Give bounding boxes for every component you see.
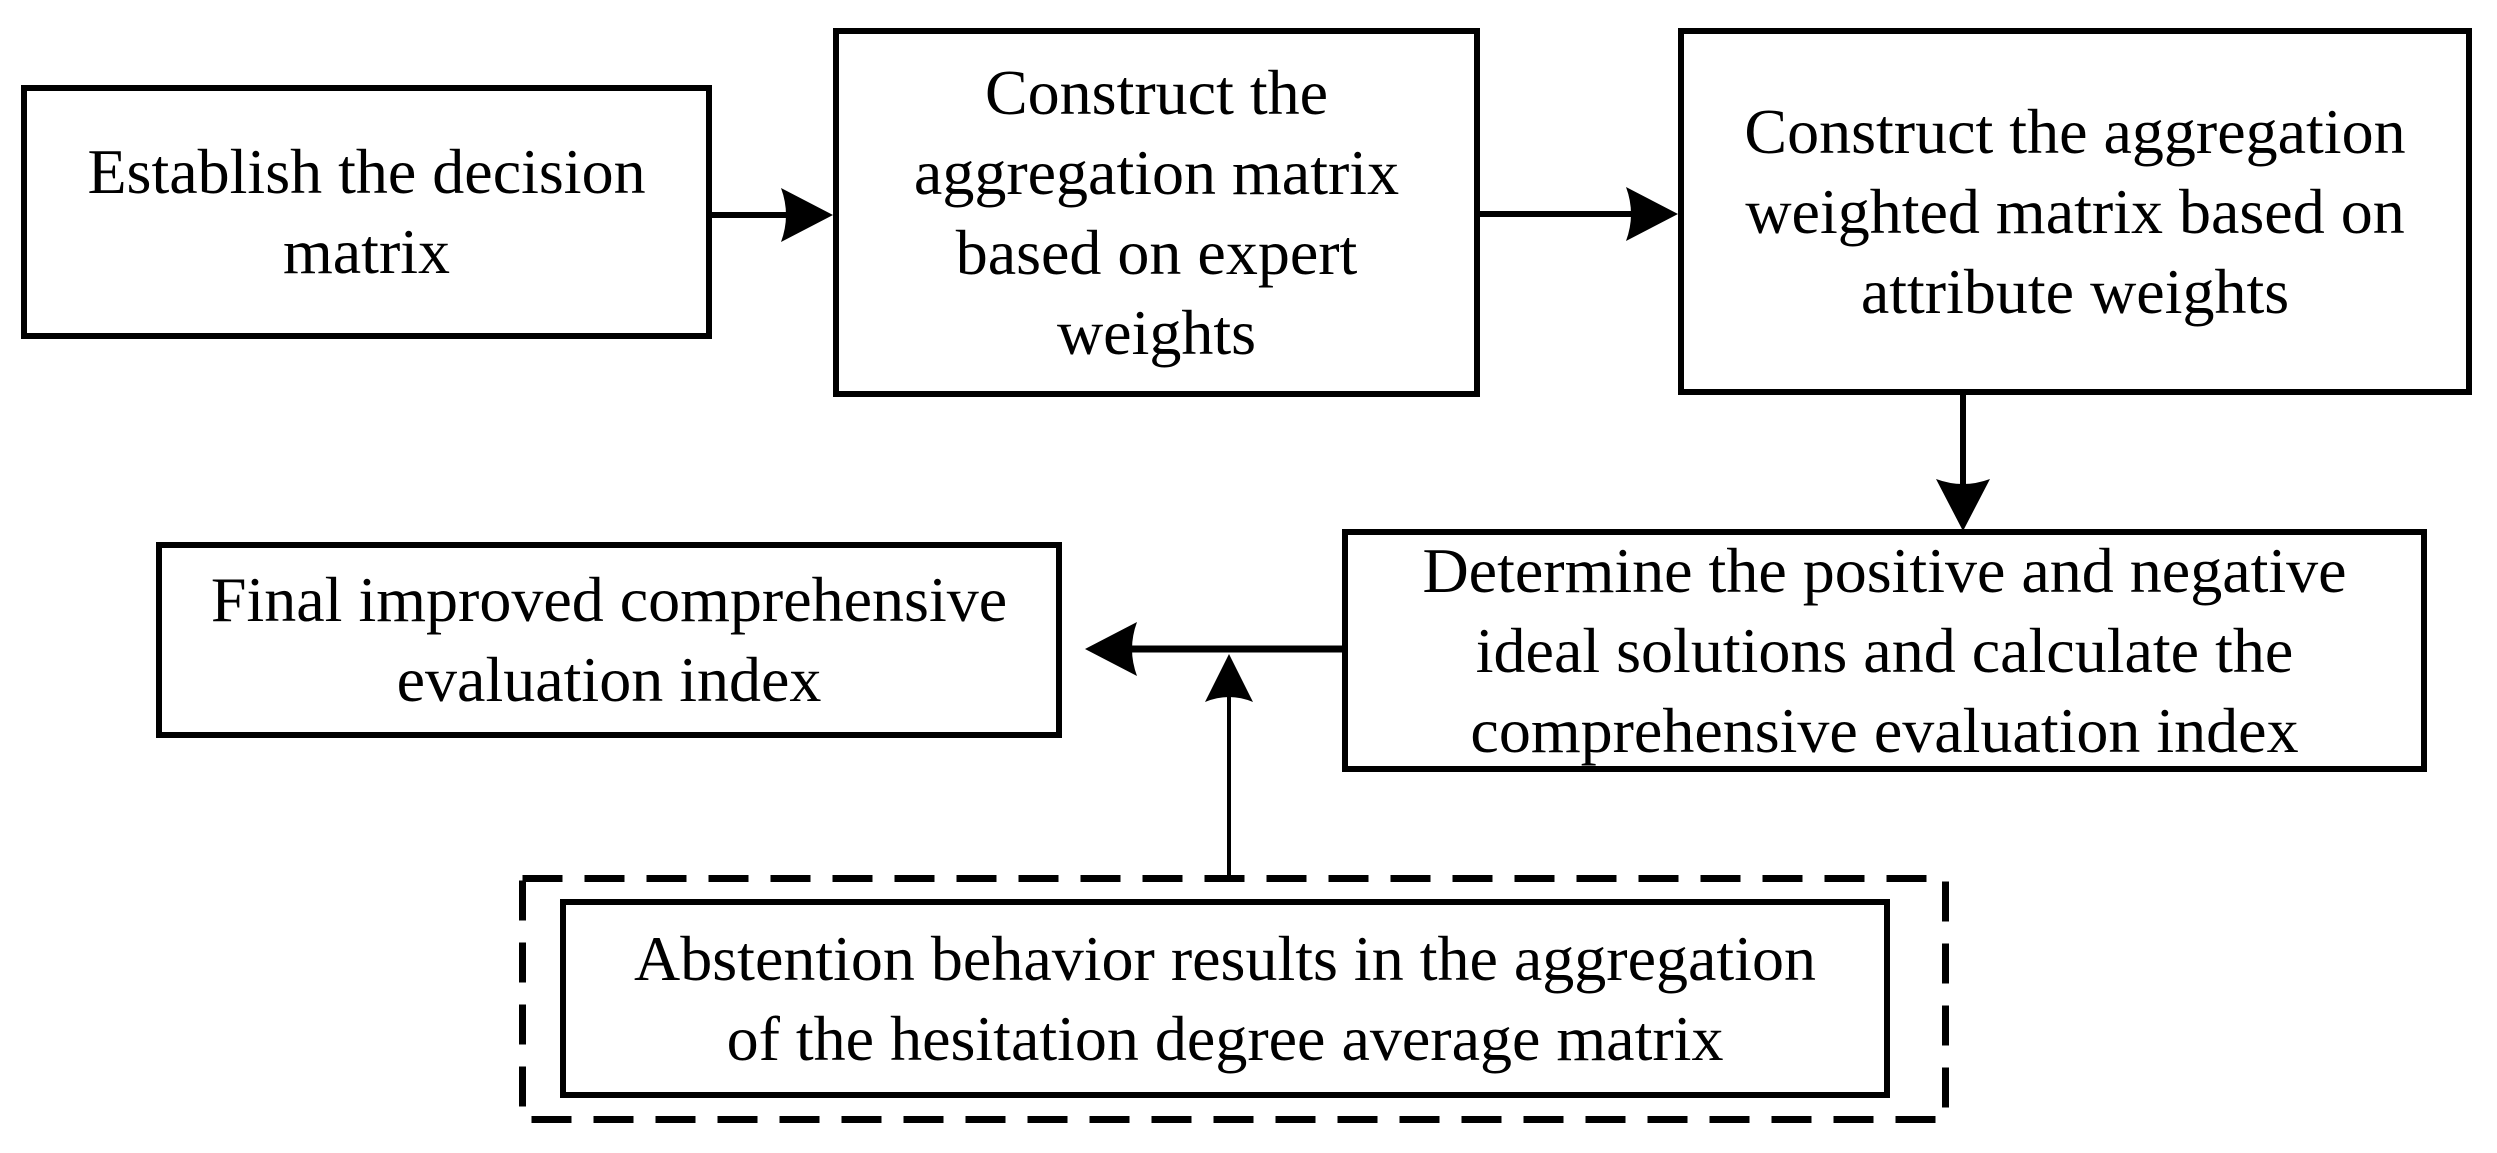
step-text-line: Construct the	[984, 56, 1329, 128]
step-abstention-behavior: Abstention behavior results in the aggre…	[560, 899, 1890, 1098]
arrow-determine-to-final	[1085, 622, 1342, 676]
step-text-line: weighted matrix based on	[1745, 175, 2405, 247]
step-text-line: comprehensive evaluation index	[1470, 694, 2299, 766]
step-final-improved-index: Final improved comprehensive evaluation …	[156, 542, 1062, 738]
step-construct-aggregation-weighted-matrix-attribute: Construct the aggregation weighted matri…	[1678, 28, 2472, 395]
step-construct-aggregation-matrix-expert: Construct the aggregation matrix based o…	[833, 28, 1480, 397]
step-text-line: Establish the decision	[87, 136, 646, 207]
arrow-establish-to-expert	[712, 188, 833, 242]
step-text-line: Abstention behavior results in the aggre…	[634, 922, 1816, 994]
step-text-line: weights	[1056, 296, 1257, 368]
step-determine-ideal-solutions: Determine the positive and negative idea…	[1342, 529, 2427, 772]
step-text-line: Final improved comprehensive	[210, 564, 1008, 635]
step-text-line: Construct the aggregation	[1744, 95, 2406, 167]
step-text-line: Determine the positive and negative	[1422, 534, 2347, 606]
step-text-line: matrix	[282, 216, 451, 287]
step-text-line: of the hesitation degree average matrix	[726, 1002, 1724, 1074]
step-text-line: attribute weights	[1860, 255, 2290, 327]
step-text-line: based on expert	[955, 216, 1358, 288]
step-text-line: ideal solutions and calculate the	[1475, 614, 2294, 686]
step-text-line: evaluation index	[396, 644, 822, 715]
arrow-attribute-to-determine	[1936, 393, 1990, 531]
step-establish-decision-matrix: Establish the decision matrix	[21, 85, 712, 339]
step-text-line: aggregation matrix	[913, 136, 1400, 208]
abstention-dashed-container	[519, 875, 1949, 1123]
arrow-abstention-to-flow	[1205, 654, 1253, 875]
arrow-expert-to-attribute	[1480, 187, 1678, 241]
